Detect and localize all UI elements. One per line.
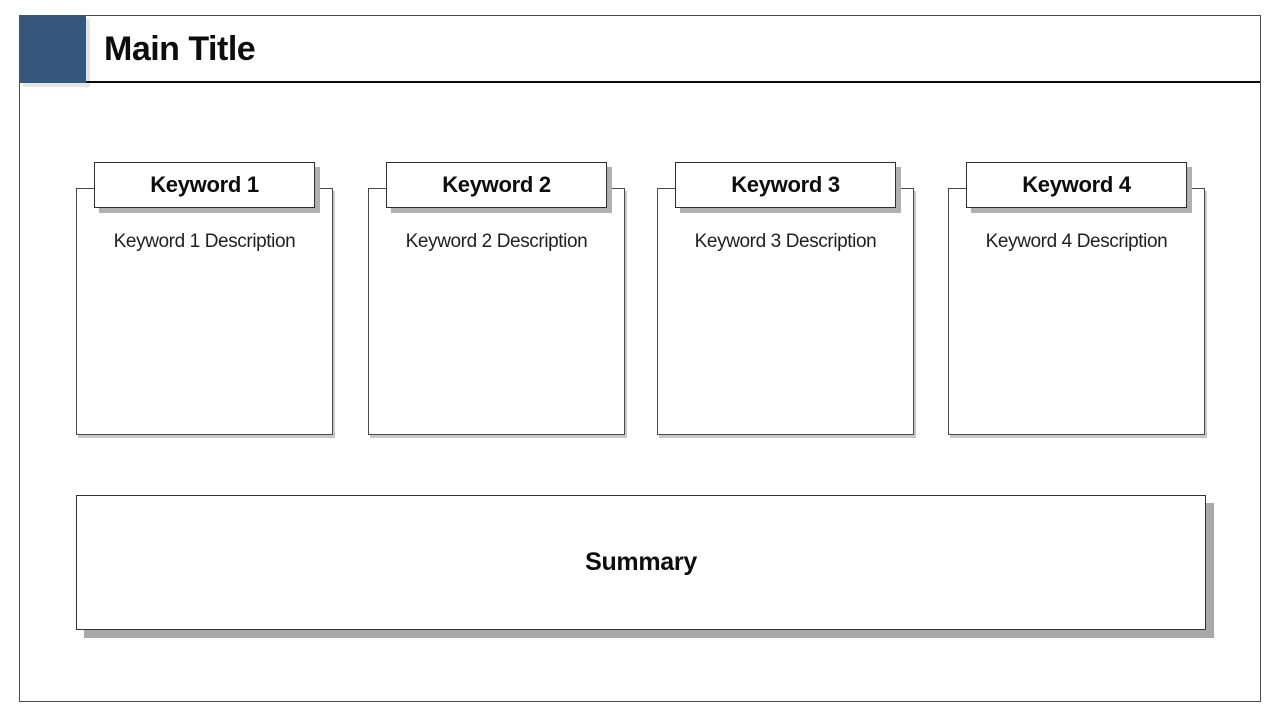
slide-frame: Main Title Keyword 1 Keyword 1 Descripti… xyxy=(18,14,1261,702)
keyword-card-3-description: Keyword 3 Description xyxy=(694,231,877,252)
keyword-card-3-title: Keyword 3 xyxy=(675,162,896,208)
keyword-card-1-title: Keyword 1 xyxy=(94,162,315,208)
summary-box: Summary xyxy=(76,495,1206,630)
accent-square xyxy=(18,14,86,83)
keyword-card-4: Keyword 4 Keyword 4 Description xyxy=(948,162,1205,435)
keyword-card-2-title: Keyword 2 xyxy=(386,162,607,208)
keyword-card-2: Keyword 2 Keyword 2 Description xyxy=(368,162,625,435)
keyword-card-4-title: Keyword 4 xyxy=(966,162,1187,208)
keyword-card-4-description: Keyword 4 Description xyxy=(985,231,1168,252)
keyword-card-3: Keyword 3 Keyword 3 Description xyxy=(657,162,914,435)
keyword-card-2-description: Keyword 2 Description xyxy=(405,231,588,252)
summary-label: Summary xyxy=(585,548,697,576)
page-title: Main Title xyxy=(104,30,256,68)
keyword-card-1-description: Keyword 1 Description xyxy=(113,231,296,252)
slide-header: Main Title xyxy=(18,14,1260,83)
keyword-card-1: Keyword 1 Keyword 1 Description xyxy=(76,162,333,435)
